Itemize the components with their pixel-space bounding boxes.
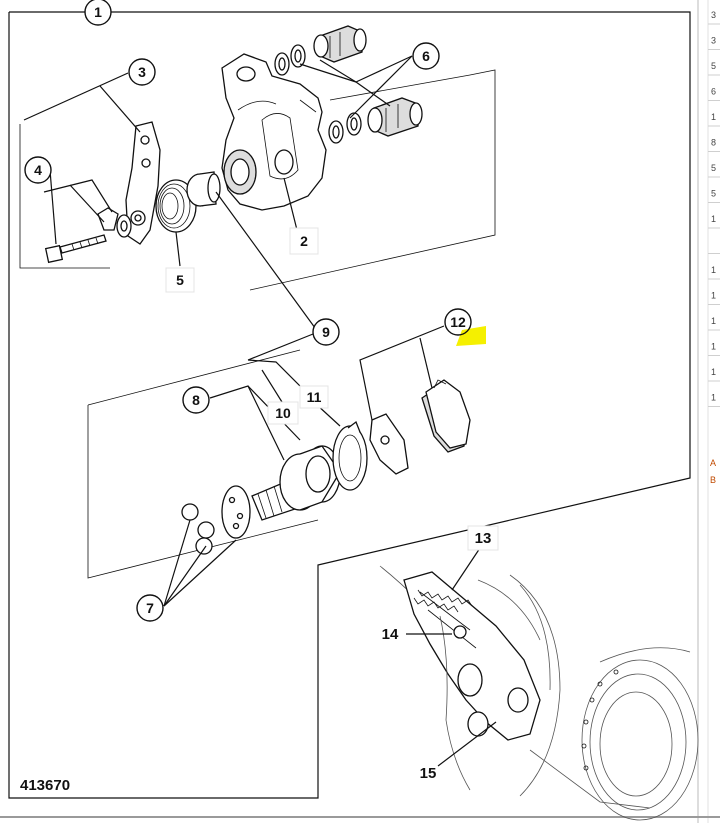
figure-frame [8, 11, 691, 799]
highlight-mark [456, 326, 486, 346]
svg-text:10: 10 [275, 405, 291, 421]
callout-11: 11 [299, 385, 329, 409]
svg-text:7: 7 [146, 600, 154, 616]
piston-seal-set-lower [328, 97, 423, 144]
svg-text:6: 6 [422, 48, 430, 64]
callout-14: 14 [382, 626, 399, 643]
side-row-mark: 8 [711, 138, 716, 148]
callout-8: 8 [182, 386, 210, 414]
bushing-part [186, 171, 221, 207]
svg-text:8: 8 [192, 392, 200, 408]
callout-13: 13 [467, 525, 499, 551]
svg-text:4: 4 [34, 162, 42, 178]
svg-text:13: 13 [475, 530, 492, 547]
lever-arm-part [125, 121, 161, 245]
side-row-mark: 1 [711, 342, 716, 352]
side-orange-mark: A [710, 458, 716, 468]
side-row-mark: 5 [711, 61, 716, 71]
right-side-panel: 3 3 5 6 1 8 5 5 1 1 1 1 1 1 1AB [697, 0, 720, 823]
svg-text:5: 5 [176, 272, 184, 288]
svg-text:3: 3 [138, 64, 146, 80]
upper-group-outline [249, 69, 496, 291]
upper-group-bracket [19, 124, 110, 269]
brake-pad-part [421, 379, 471, 453]
svg-text:2: 2 [300, 233, 308, 249]
side-row-mark: 5 [711, 163, 716, 173]
side-row-mark: 1 [711, 265, 716, 275]
side-row-mark: 1 [711, 291, 716, 301]
leader-lines [23, 11, 497, 767]
side-row-mark: 5 [711, 189, 716, 199]
figure-code: 413670 [20, 777, 70, 794]
callout-6: 6 [412, 42, 440, 70]
callout-2: 2 [289, 227, 319, 255]
inset-spring [413, 589, 473, 613]
side-row-mark: 1 [711, 393, 716, 403]
svg-text:11: 11 [307, 389, 322, 405]
side-row-mark: 1 [711, 112, 716, 122]
bolt-part [44, 234, 107, 264]
side-row-mark: 1 [711, 316, 716, 326]
callout-10: 10 [267, 401, 299, 425]
side-row-mark: 1 [711, 214, 716, 224]
callout-9: 9 [312, 318, 340, 346]
svg-text:9: 9 [322, 324, 330, 340]
ramp-plate-part [221, 485, 251, 539]
piston-seal-set-upper [274, 25, 367, 76]
svg-text:1: 1 [94, 4, 102, 20]
svg-text:14: 14 [382, 626, 399, 643]
inset-assembly-view [379, 565, 699, 821]
callout-5: 5 [165, 267, 195, 293]
callout-15: 15 [420, 765, 437, 782]
clip-part [97, 207, 132, 238]
svg-text:15: 15 [420, 765, 437, 782]
side-row-mark: 3 [711, 10, 716, 20]
callout-4: 4 [24, 156, 52, 184]
callout-7: 7 [136, 594, 164, 622]
caliper-housing-part [221, 53, 327, 211]
side-row-mark: 3 [711, 36, 716, 46]
callout-1: 1 [84, 0, 112, 26]
seal-ring-part [332, 420, 368, 491]
lower-group-outline [87, 405, 319, 579]
callout-3: 3 [128, 58, 156, 86]
side-orange-mark: B [710, 475, 716, 485]
side-row-mark: 6 [711, 87, 716, 97]
spring-part [155, 179, 197, 233]
shaft-part [251, 445, 341, 521]
ball-bearings-part [181, 503, 215, 555]
pad-backing-part [369, 413, 409, 475]
svg-text:12: 12 [450, 314, 466, 330]
side-row-mark: 1 [711, 367, 716, 377]
callout-12: 12 [444, 308, 486, 346]
